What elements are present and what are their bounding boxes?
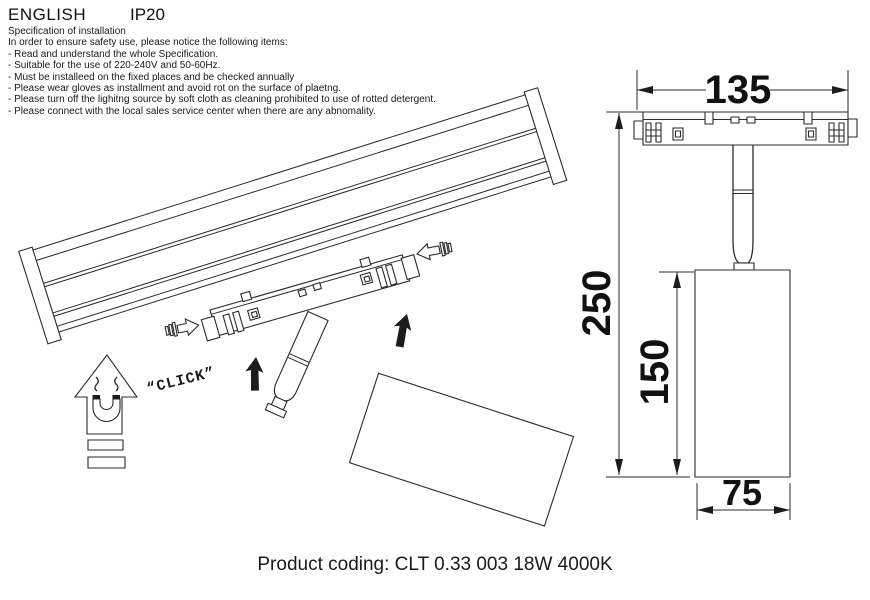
product-coding-label: Product coding: CLT 0.33 003 18W 4000K xyxy=(257,554,613,575)
up-arrow-outline-icon xyxy=(75,355,137,434)
dim-width-top: 135 xyxy=(705,68,772,112)
ip-rating-label: IP20 xyxy=(130,5,165,24)
track-end-cap-left xyxy=(19,247,62,344)
spec-item: - Read and understand the whole Specific… xyxy=(8,48,219,60)
spec-item: - Please wear gloves as installment and … xyxy=(8,83,341,95)
magnet-icon xyxy=(75,355,137,468)
lamp-head-drawing xyxy=(349,373,573,526)
lamp-body-front-view xyxy=(695,270,790,477)
spec-intro: In order to ensure safety use, please no… xyxy=(8,37,288,49)
track-rail-drawing xyxy=(19,88,567,344)
dimension-150: 150 xyxy=(633,272,694,475)
dimension-drawing: 135 250 150 75 xyxy=(575,68,870,530)
magnet-bar xyxy=(88,457,125,468)
adapter-end-block xyxy=(401,255,420,280)
spec-item: - Must be installeed on the fixed places… xyxy=(8,71,295,83)
push-up-arrow-icon xyxy=(393,314,412,348)
dimension-135: 135 xyxy=(637,68,848,112)
installation-diagram: “CLICK” xyxy=(0,78,600,550)
push-up-arrow-icon xyxy=(245,357,264,391)
dim-body-width: 75 xyxy=(722,472,762,513)
track-adapter-drawing xyxy=(197,245,420,341)
adapter-end-block xyxy=(201,316,220,341)
magnet-bar xyxy=(88,440,123,450)
dim-body-height: 150 xyxy=(633,339,677,406)
spec-item: - Please connect with the local sales se… xyxy=(8,105,376,117)
stem-front-view xyxy=(733,145,754,270)
spec-item: - Suitable for the use of 220-240V and 5… xyxy=(8,60,221,72)
specification-text-block: Specification of installation In order t… xyxy=(8,26,528,117)
lamp-stem-drawing xyxy=(264,312,328,419)
dim-total-height: 250 xyxy=(575,270,619,337)
insert-arrow-left-icon xyxy=(164,317,200,340)
dimension-250: 250 xyxy=(575,112,690,477)
dimension-75: 75 xyxy=(697,472,790,520)
spec-title: Specification of installation xyxy=(8,26,126,37)
click-label: “CLICK” xyxy=(145,364,217,397)
insert-arrow-right-icon xyxy=(415,239,452,262)
spec-item: - Please turn off the lighitng source by… xyxy=(8,94,436,106)
track-end-cap-right xyxy=(524,88,567,185)
adapter-front-view xyxy=(634,112,857,145)
language-label: ENGLISH xyxy=(8,5,87,24)
